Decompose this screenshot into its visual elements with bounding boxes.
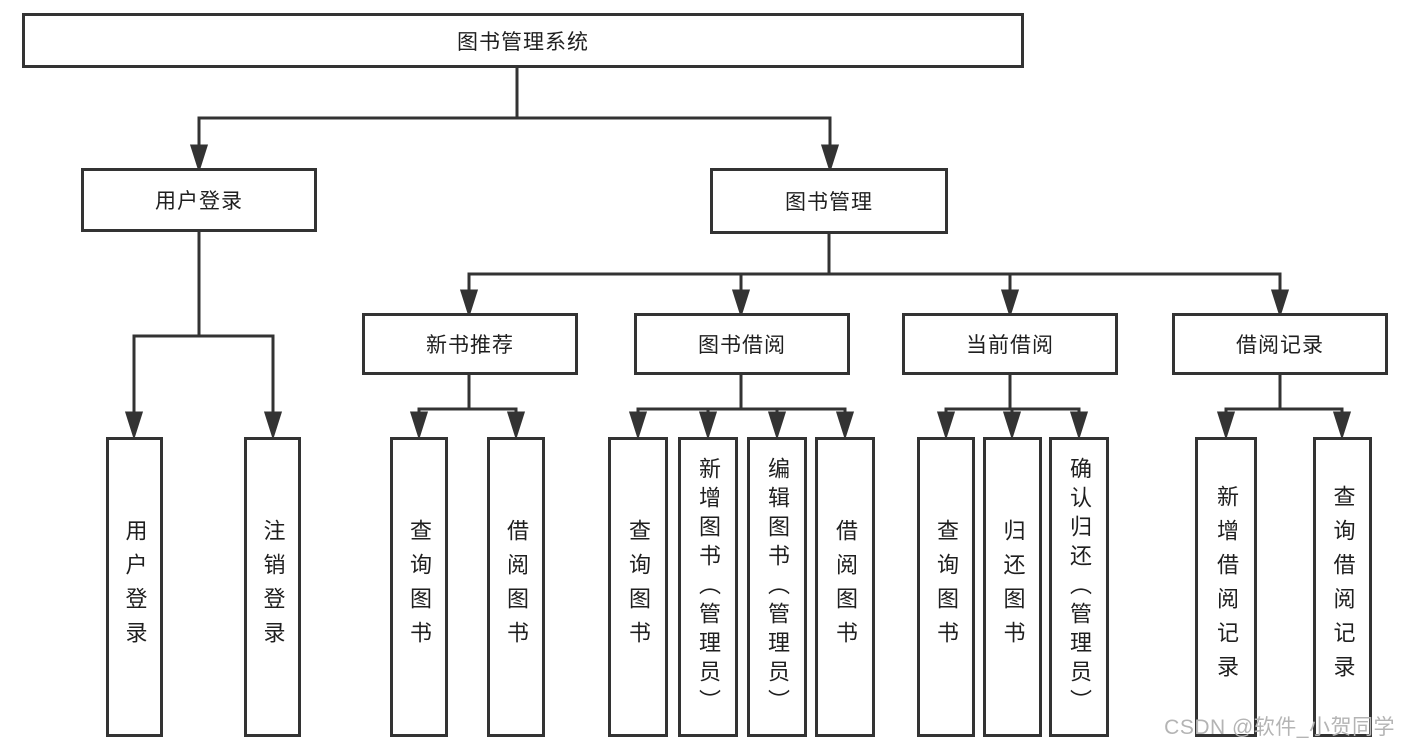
node-book-borrow: 图书借阅: [634, 313, 850, 375]
node-label: 图书管理系统: [457, 30, 589, 54]
connector-user-login-to-leaves: [124, 230, 283, 440]
leaf-borrow-books-2: 借阅图书: [815, 437, 875, 737]
csdn-watermark: CSDN @软件_小贺同学: [1164, 716, 1395, 739]
node-label: 新书推荐: [426, 334, 514, 357]
node-label: 借阅记录: [1236, 334, 1324, 357]
leaf-user-login: 用户登录: [106, 437, 163, 737]
leaf-borrow-books: 借阅图书: [487, 437, 545, 737]
leaf-confirm-return-admin: 确认归还（管理员）: [1049, 437, 1109, 737]
node-book-management: 图书管理: [710, 168, 948, 234]
connector-current-borrow-to-leaves: [936, 373, 1089, 440]
leaf-label: 借阅图书: [504, 519, 529, 655]
node-label: 用户登录: [155, 190, 243, 213]
leaf-label: 新增借阅记录: [1214, 485, 1239, 689]
connector-borrow-record-to-leaves: [1216, 373, 1352, 440]
leaf-label: 查询图书: [626, 519, 651, 655]
connector-book-borrow-to-leaves: [628, 373, 855, 440]
leaf-return-books: 归还图书: [983, 437, 1042, 737]
node-current-borrow: 当前借阅: [902, 313, 1118, 375]
leaf-label: 确认归还（管理员）: [1067, 456, 1092, 718]
leaf-label: 注销登录: [260, 519, 286, 655]
leaf-label: 查询借阅记录: [1330, 485, 1356, 689]
connector-root-to-level2: [189, 66, 840, 173]
leaf-logout: 注销登录: [244, 437, 301, 737]
node-label: 当前借阅: [966, 334, 1054, 357]
leaf-query-books-3: 查询图书: [917, 437, 975, 737]
node-label: 图书借阅: [698, 334, 786, 357]
connector-new-book-to-leaves: [409, 373, 526, 440]
node-borrow-record: 借阅记录: [1172, 313, 1388, 375]
leaf-query-books-2: 查询图书: [608, 437, 668, 737]
leaf-add-books-admin: 新增图书（管理员）: [678, 437, 738, 737]
connector-book-management-to-level3: [459, 232, 1290, 318]
node-new-book-recommend: 新书推荐: [362, 313, 578, 375]
leaf-label: 用户登录: [122, 519, 148, 655]
leaf-label: 查询图书: [934, 519, 959, 655]
leaf-label: 编辑图书（管理员）: [765, 456, 790, 718]
node-label: 图书管理: [785, 191, 873, 214]
leaf-label: 借阅图书: [833, 519, 858, 655]
leaf-query-books: 查询图书: [390, 437, 448, 737]
node-user-login: 用户登录: [81, 168, 317, 232]
leaf-add-borrow-record: 新增借阅记录: [1195, 437, 1257, 737]
leaf-label: 新增图书（管理员）: [696, 456, 721, 718]
leaf-label: 归还图书: [1000, 519, 1026, 655]
node-library-management-system: 图书管理系统: [22, 13, 1024, 68]
leaf-label: 查询图书: [407, 519, 432, 655]
leaf-edit-books-admin: 编辑图书（管理员）: [747, 437, 807, 737]
leaf-query-borrow-record: 查询借阅记录: [1313, 437, 1372, 737]
